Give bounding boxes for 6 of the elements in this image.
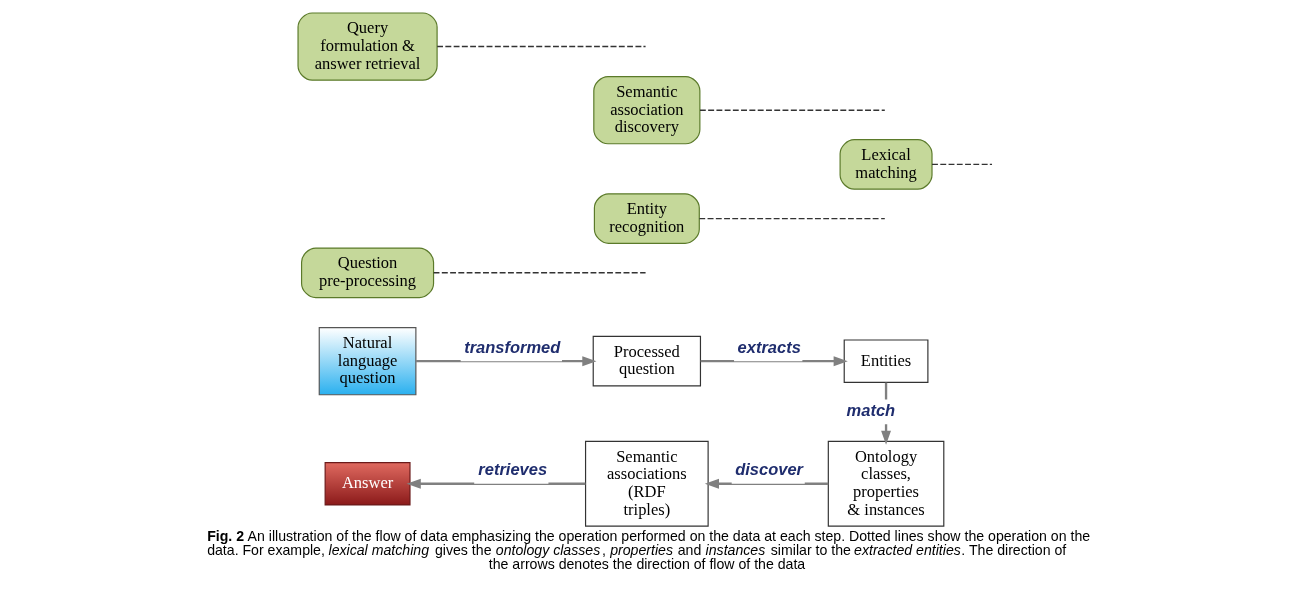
edge-label: discover bbox=[735, 460, 804, 479]
edge-label: retrieves bbox=[478, 460, 548, 479]
edge-label: match bbox=[846, 400, 896, 419]
edge-label: extracts bbox=[737, 337, 801, 356]
edge-label: transformed bbox=[464, 337, 561, 356]
caption: Fig. 2 An illustration of the flow of data emphasizing the operation performed on the data at each step. Dotted lines show the operation on the data. For example, lexical matching gives the ontology classes, properties and instances similar to the extracted entities. The direction of the arrows denotes the direction of flow of the data bbox=[207, 528, 1091, 573]
